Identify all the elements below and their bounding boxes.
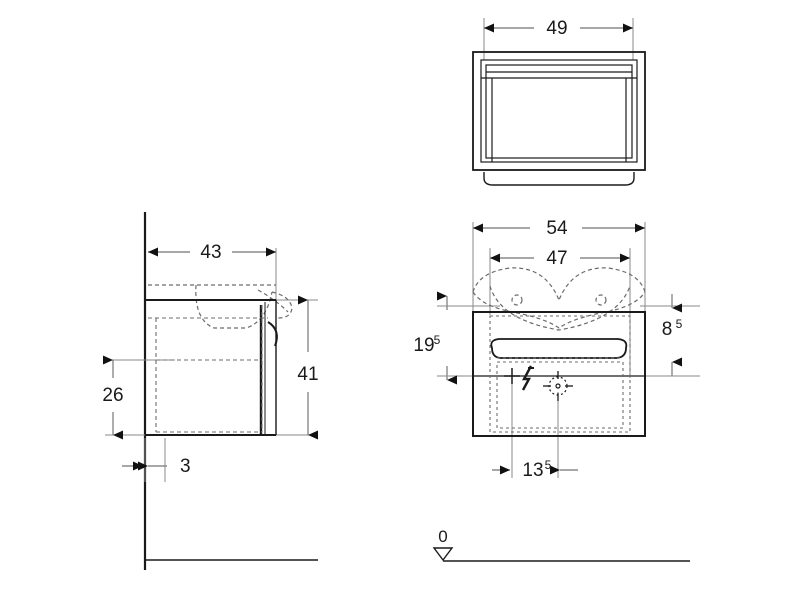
dimension-top-width-label: 49 xyxy=(546,18,567,39)
top-view-plinth xyxy=(483,172,635,186)
dimension-front-basin-width: 54 xyxy=(473,218,645,239)
dimension-front-outlet-offset: 13 5 xyxy=(492,458,578,481)
dimension-side-cabinet-height-label: 26 xyxy=(102,385,123,406)
dimension-top-width: 49 xyxy=(484,18,633,39)
triangle-down-icon xyxy=(432,547,454,562)
side-view-body xyxy=(145,299,277,436)
front-view-basin-hidden xyxy=(472,267,646,331)
dimension-front-upper-height-label: 19 xyxy=(413,335,434,356)
dimension-side-wall-gap-label: 3 xyxy=(180,456,191,477)
dimension-front-cabinet-width-label: 47 xyxy=(546,248,567,269)
side-view-basin-hidden xyxy=(148,284,293,329)
dimension-front-basin-drop-label: 8 xyxy=(662,319,673,340)
dimension-front-upper-height: 19 5 xyxy=(413,291,457,385)
electrical-symbol xyxy=(504,365,534,391)
dimension-side-wall-gap: 3 xyxy=(122,456,191,477)
side-view-handle xyxy=(267,321,278,347)
dimension-side-depth: 43 xyxy=(148,242,276,263)
dimension-side-height-label: 41 xyxy=(297,364,318,385)
dimension-front-upper-height-sup: 5 xyxy=(434,333,441,347)
front-view-body xyxy=(472,311,646,437)
dimension-front-basin-width-label: 54 xyxy=(546,218,568,239)
side-view-drawer-hidden xyxy=(148,305,268,433)
drain-symbol xyxy=(543,371,573,401)
dimension-front-outlet-offset-label: 13 xyxy=(522,460,543,481)
dimension-front-outlet-offset-sup: 5 xyxy=(545,458,552,472)
front-view-drawer-hidden xyxy=(489,315,631,433)
top-view: 49 xyxy=(472,18,646,186)
front-view-handle-slot xyxy=(490,338,628,359)
dimension-side-depth-label: 43 xyxy=(200,242,221,263)
dimension-front-basin-drop-sup: 5 xyxy=(676,317,683,331)
floor-datum: 0 xyxy=(432,527,690,562)
front-view: 54 47 19 5 8 5 13 5 xyxy=(413,218,700,481)
top-view-body xyxy=(472,51,646,171)
dimension-side-cabinet-height: 26 xyxy=(102,355,124,440)
dimension-side-height: 41 xyxy=(297,295,319,440)
dimension-front-basin-drop: 8 5 xyxy=(662,294,683,376)
floor-datum-label: 0 xyxy=(438,527,447,546)
side-view: 43 41 26 3 xyxy=(102,212,319,570)
dimension-front-cabinet-width: 47 xyxy=(490,248,630,269)
